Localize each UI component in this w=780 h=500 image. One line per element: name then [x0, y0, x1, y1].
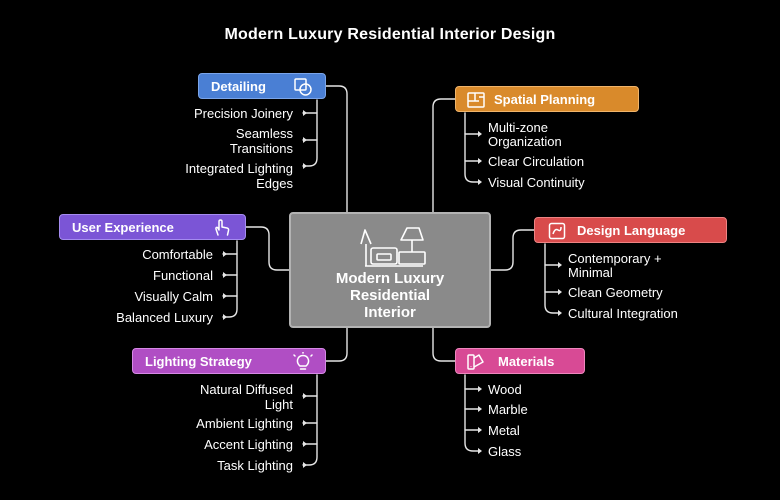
central-topic-line: Residential	[349, 287, 431, 304]
spatial-planning-item: Multi-zone	[488, 120, 548, 135]
central-topic-label: Modern Luxury Residential Interior	[291, 270, 489, 321]
diagram-title: Modern Luxury Residential Interior Desig…	[224, 26, 556, 43]
user-experience-item: Comfortable	[142, 247, 213, 262]
materials-item: Marble	[488, 402, 528, 417]
user-experience-item: Visually Calm	[134, 289, 213, 304]
detailing-item: Seamless	[235, 126, 293, 141]
branch-detailing-label: Detailing	[211, 78, 266, 94]
design-language-item: Minimal	[568, 265, 613, 280]
branch-user-experience: User Experience	[59, 214, 246, 240]
lightbulb-icon	[293, 352, 313, 370]
materials-item: Metal	[488, 423, 520, 438]
lighting-strategy-item: Task Lighting	[217, 458, 293, 473]
user-experience-item: Functional	[153, 268, 213, 283]
branch-design-language-label: Design Language	[577, 222, 686, 238]
spatial-planning-item: Organization	[488, 134, 562, 149]
branch-spatial-planning-label: Spatial Planning	[494, 91, 596, 107]
materials-item: Glass	[488, 444, 522, 459]
lighting-strategy-item: Light	[264, 397, 293, 412]
central-topic-line: Interior	[364, 304, 416, 321]
lighting-strategy-item: Accent Lighting	[204, 437, 293, 452]
living-room-furniture-icon	[360, 227, 426, 267]
detailing-item: Transitions	[229, 141, 293, 156]
design-language-item: Contemporary +	[568, 251, 662, 266]
branch-materials-label: Materials	[498, 353, 555, 369]
branch-lighting-strategy-label: Lighting Strategy	[145, 353, 252, 369]
detailing-item: Edges	[256, 176, 293, 191]
branch-detailing: Detailing	[198, 73, 326, 99]
spatial-planning-item: Visual Continuity	[488, 175, 585, 190]
palette-icon	[548, 222, 566, 240]
branch-lighting-strategy: Lighting Strategy	[132, 348, 326, 374]
detailing-item: Precision Joinery	[194, 106, 293, 121]
user-experience-item: Balanced Luxury	[116, 310, 213, 325]
central-topic-node: Modern Luxury Residential Interior	[289, 212, 491, 328]
design-language-item: Cultural Integration	[568, 306, 678, 321]
design-language-item: Clean Geometry	[568, 285, 663, 300]
materials-item: Wood	[488, 382, 522, 397]
branch-spatial-planning: Spatial Planning	[455, 86, 639, 112]
lighting-strategy-item: Ambient Lighting	[196, 416, 293, 431]
floorplan-icon	[467, 92, 485, 108]
shapes-icon	[294, 78, 312, 96]
lighting-strategy-item: Natural Diffused	[200, 382, 293, 397]
hand-touch-icon	[215, 219, 230, 236]
branch-design-language: Design Language	[534, 217, 727, 243]
swatch-icon	[467, 354, 484, 370]
branch-materials: Materials	[455, 348, 585, 374]
spatial-planning-item: Clear Circulation	[488, 154, 585, 169]
central-topic-line: Modern Luxury	[335, 270, 445, 287]
branch-user-experience-label: User Experience	[72, 219, 174, 235]
detailing-item: Integrated Lighting	[185, 161, 293, 176]
